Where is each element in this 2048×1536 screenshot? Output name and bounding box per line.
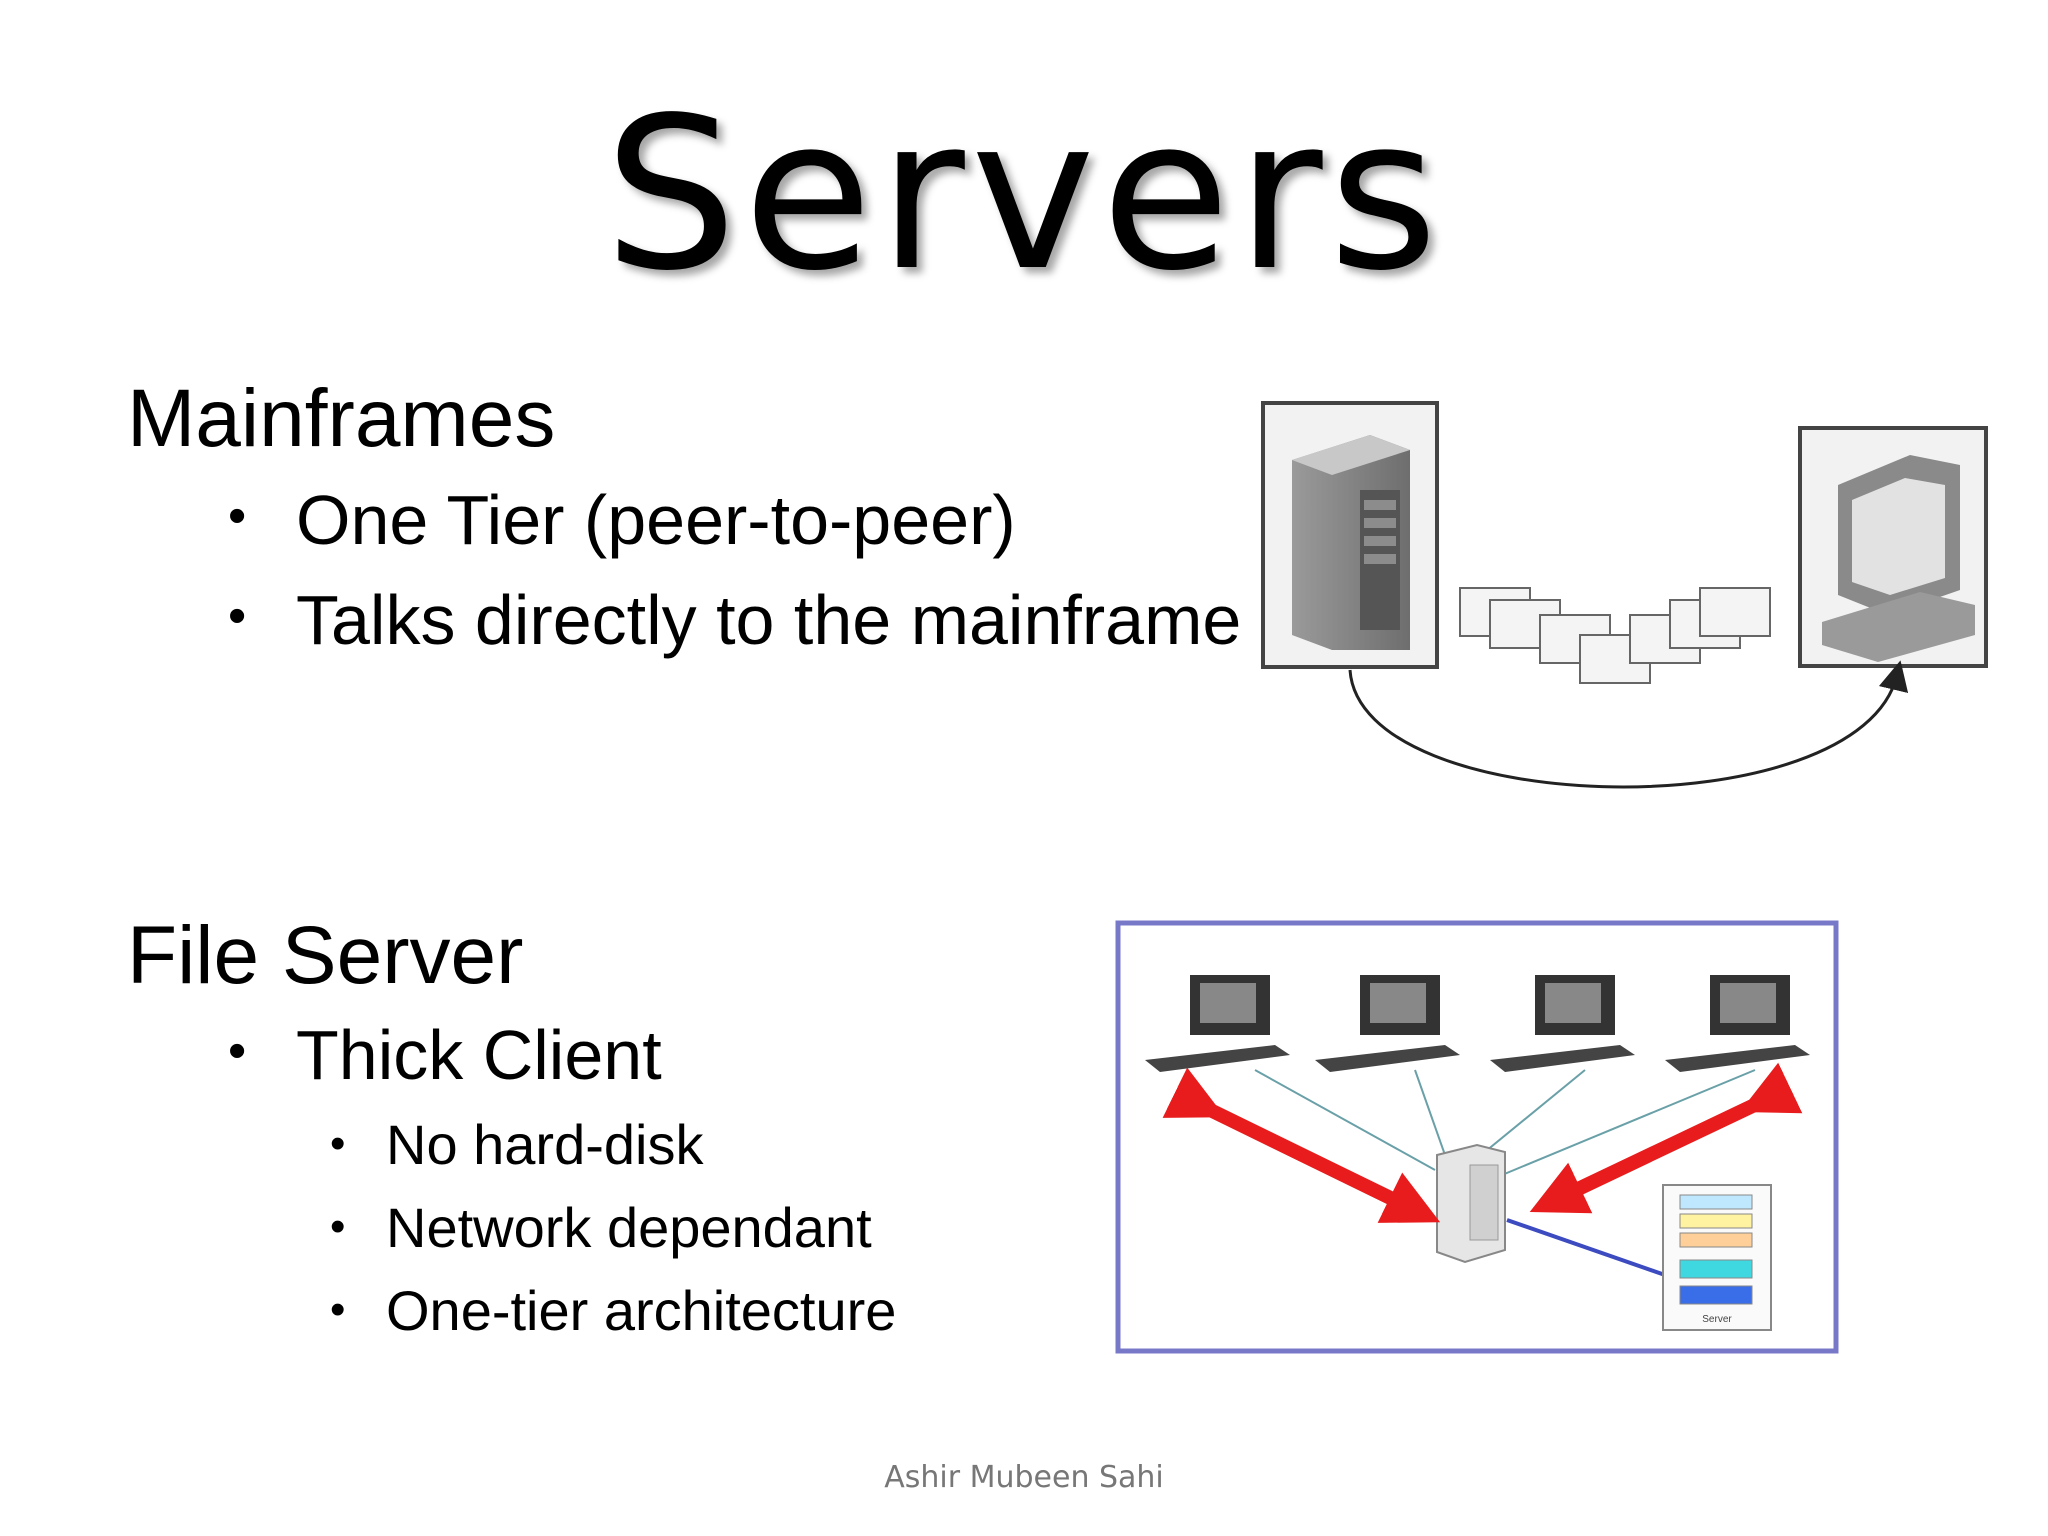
bullet-thick-client: Thick Client [296,1016,662,1094]
sub-bullet-glyph: • [330,1202,346,1251]
bullet-glyph: • [228,1022,247,1080]
sub-bullet-glyph: • [330,1285,346,1334]
slide-title: Servers [603,72,1445,317]
section-heading-file-server: File Server [127,910,524,1001]
file-server-diagram: Server [1115,920,1839,1354]
server-stack-box: Server [1662,1184,1772,1331]
connection-curve [1348,660,1909,789]
red-double-arrow [1529,1062,1803,1214]
client-computer-icon [1490,975,1635,1072]
mainframe-icon [1261,401,1439,669]
client-computer-icon [1145,975,1290,1072]
mainframe-diagram [1261,401,1988,789]
server-box-label: Server [1702,1314,1732,1325]
sub-bullet-one-tier-architecture: One-tier architecture [386,1279,897,1342]
footer-author: Ashir Mubeen Sahi [884,1460,1164,1495]
section-heading-mainframes: Mainframes [127,373,556,464]
sub-bullet-glyph: • [330,1119,346,1168]
client-computer-icon [1315,975,1460,1072]
client-computer-icon [1665,975,1810,1072]
bullet-glyph: • [228,487,247,545]
sub-bullet-network-dependant: Network dependant [386,1196,872,1259]
bullet-talks-directly: Talks directly to the mainframe [296,581,1242,659]
terminal-icon [1798,426,1988,668]
server-tower-icon [1436,1143,1506,1264]
sub-bullet-no-hard-disk: No hard-disk [386,1113,704,1176]
bullet-glyph: • [228,587,247,645]
red-double-arrow [1162,1067,1441,1223]
document-stack-icon [1459,587,1771,684]
bullet-one-tier: One Tier (peer-to-peer) [296,481,1016,559]
